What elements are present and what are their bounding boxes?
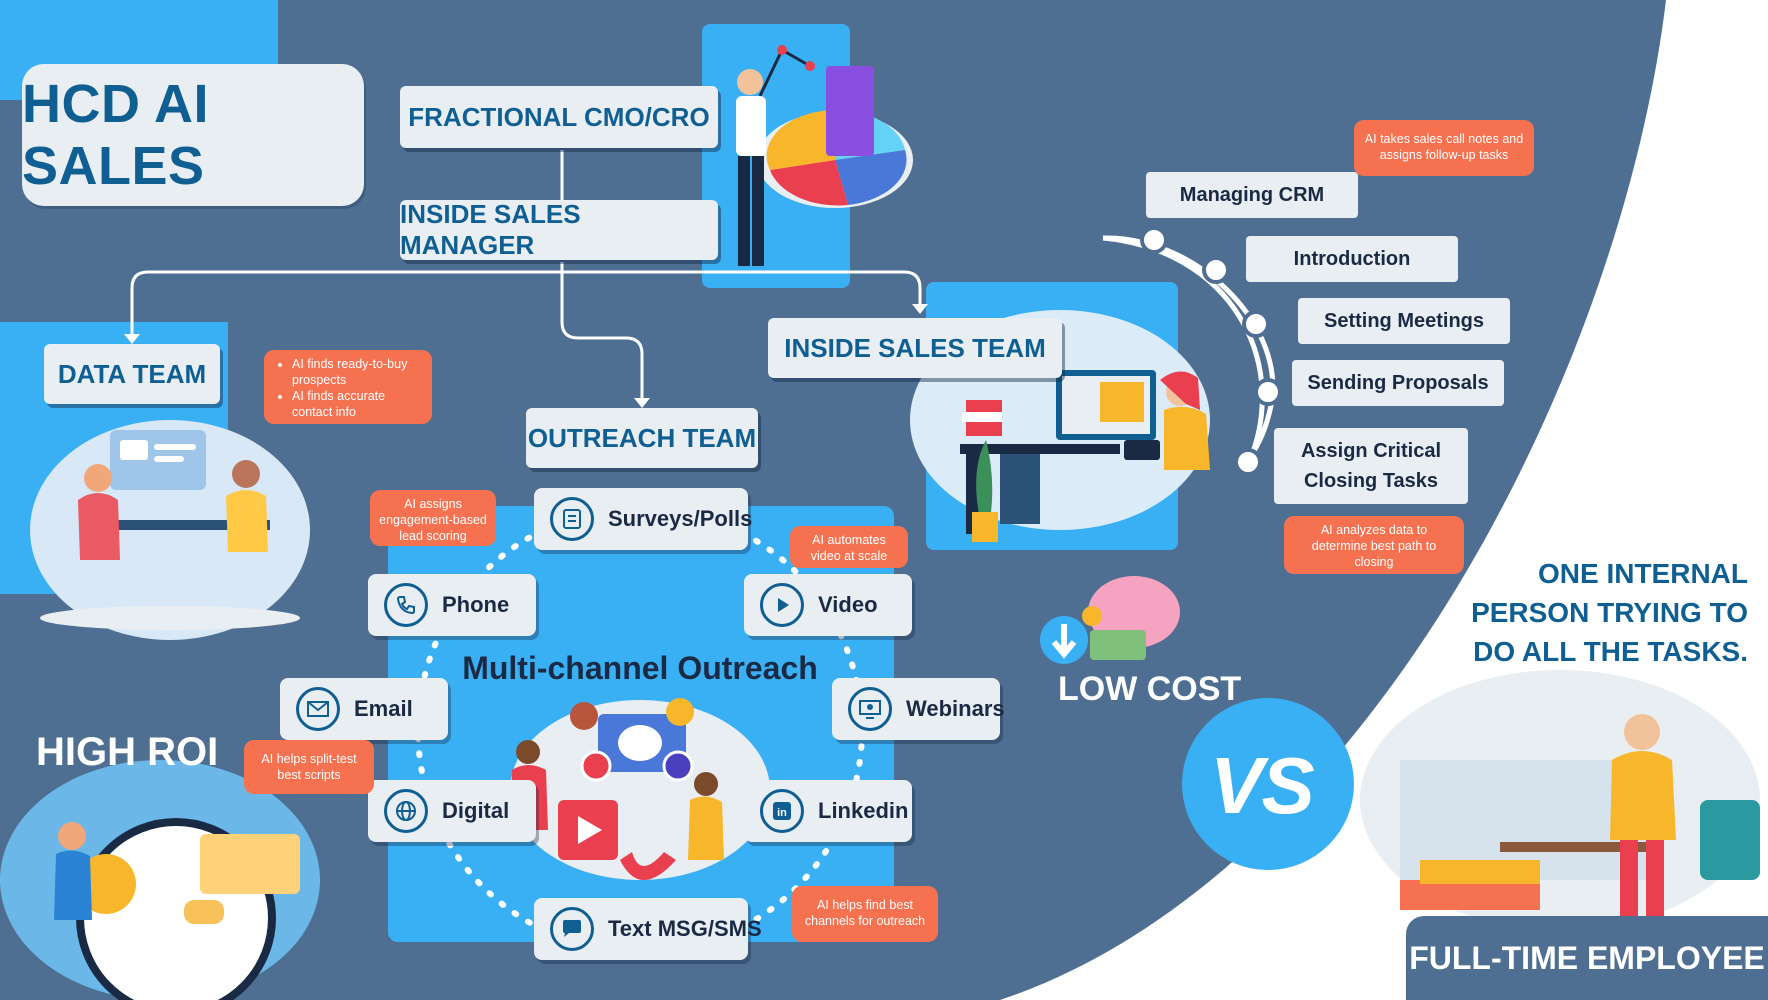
channel-sms-label: Text MSG/SMS — [608, 916, 762, 941]
channel-webinars: Webinars — [832, 678, 1005, 740]
task-intro: Introduction — [1246, 236, 1458, 282]
full-time-label: FULL-TIME EMPLOYEE — [1409, 939, 1765, 976]
high-roi-label: HIGH ROI — [36, 730, 219, 774]
email-icon — [296, 687, 340, 731]
linkedin-icon: in — [760, 789, 804, 833]
full-time-employee-tab: FULL-TIME EMPLOYEE — [1406, 916, 1768, 1000]
data-team-box: DATA TEAM — [44, 344, 220, 404]
data-team-label: DATA TEAM — [57, 358, 207, 389]
channel-surveys: Surveys/Polls — [534, 488, 752, 550]
timeline-dot — [1234, 448, 1262, 476]
channel-linkedin-label: Linkedin — [818, 798, 909, 823]
split-test-note-text: AI helps split-test best scripts — [261, 752, 357, 782]
survey-icon — [550, 497, 594, 541]
inside-sales-team-box: INSIDE SALES TEAM — [768, 318, 1062, 378]
video-note-text: AI automates video at scale — [810, 533, 888, 563]
channel-sms: Text MSG/SMS — [534, 898, 762, 960]
inside-sales-team-label: INSIDE SALES TEAM — [784, 332, 1046, 363]
timeline-dot — [1140, 226, 1168, 254]
vs-label: VS — [1210, 741, 1315, 830]
outreach-team-label: OUTREACH TEAM — [527, 422, 757, 453]
cmo-label: FRACTIONAL CMO/CRO — [408, 101, 710, 132]
task-proposals-label: Sending Proposals — [1307, 372, 1489, 394]
one-person-line2: PERSON TRYING TO — [1471, 597, 1748, 628]
page-title: HCD AI SALES — [22, 74, 209, 196]
cmo-box: FRACTIONAL CMO/CRO — [400, 86, 718, 148]
outreach-team-box: OUTREACH TEAM — [526, 408, 758, 468]
channel-digital: Digital — [368, 780, 536, 842]
channel-surveys-label: Surveys/Polls — [608, 506, 753, 531]
timeline-dot — [1202, 256, 1230, 284]
title-card: HCD AI SALES — [22, 64, 364, 206]
manager-box: INSIDE SALES MANAGER — [400, 199, 718, 260]
play-icon — [760, 583, 804, 627]
channel-video-label: Video — [818, 592, 878, 617]
crm-note-text: AI takes sales call notes and assigns fo… — [1364, 132, 1524, 162]
globe-icon — [384, 789, 428, 833]
phone-icon — [384, 583, 428, 627]
task-intro-label: Introduction — [1293, 248, 1411, 270]
task-crm-label: Managing CRM — [1179, 184, 1325, 206]
split-test-note: AI helps split-test best scripts — [244, 740, 374, 794]
one-person-line1: ONE INTERNAL — [1538, 558, 1748, 589]
outreach-heading-text: Multi-channel Outreach — [462, 650, 818, 686]
timeline-dot — [1242, 310, 1270, 338]
channel-email-label: Email — [354, 696, 413, 721]
closing-note-text: AI analyzes data to determine best path … — [1311, 523, 1437, 569]
manager-label: INSIDE SALES MANAGER — [400, 199, 581, 260]
task-closing: Assign Critical Closing Tasks — [1274, 428, 1468, 504]
channel-video: Video — [744, 574, 912, 636]
task-closing-line1: Assign Critical — [1300, 440, 1442, 462]
closing-note: AI analyzes data to determine best path … — [1284, 516, 1464, 574]
task-meetings: Setting Meetings — [1298, 298, 1510, 344]
timeline-dot — [1254, 378, 1282, 406]
data-note-item-1: AI finds ready-to-buy prospects — [292, 356, 424, 388]
outreach-heading: Multi-channel Outreach — [440, 650, 840, 687]
one-person-line3: DO ALL THE TASKS. — [1473, 636, 1748, 667]
one-person-text: ONE INTERNAL PERSON TRYING TO DO ALL THE… — [1471, 554, 1748, 671]
channels-note: AI helps find best channels for outreach — [792, 886, 938, 942]
webinar-icon — [848, 687, 892, 731]
task-crm: Managing CRM — [1146, 172, 1358, 218]
task-proposals: Sending Proposals — [1292, 360, 1504, 406]
data-note-item-2: AI finds accurate contact info — [292, 388, 424, 420]
lead-scoring-note-text: AI assigns engagement-based lead scoring — [379, 497, 487, 543]
lead-scoring-note: AI assigns engagement-based lead scoring — [370, 490, 496, 546]
channel-linkedin: in Linkedin — [744, 780, 912, 842]
chat-icon — [550, 907, 594, 951]
low-cost-label: LOW COST — [1058, 670, 1242, 708]
channels-note-text: AI helps find best channels for outreach — [804, 898, 926, 928]
task-closing-line2: Closing Tasks — [1303, 470, 1439, 492]
channel-email: Email — [280, 678, 448, 740]
channel-phone-label: Phone — [442, 592, 510, 617]
crm-note: AI takes sales call notes and assigns fo… — [1354, 120, 1534, 176]
svg-text:in: in — [777, 807, 787, 819]
channel-digital-label: Digital — [442, 798, 510, 823]
data-team-note: AI finds ready-to-buy prospects AI finds… — [264, 350, 432, 424]
task-meetings-label: Setting Meetings — [1323, 310, 1484, 332]
channel-webinars-label: Webinars — [906, 696, 1005, 721]
video-note: AI automates video at scale — [790, 526, 908, 568]
channel-phone: Phone — [368, 574, 536, 636]
